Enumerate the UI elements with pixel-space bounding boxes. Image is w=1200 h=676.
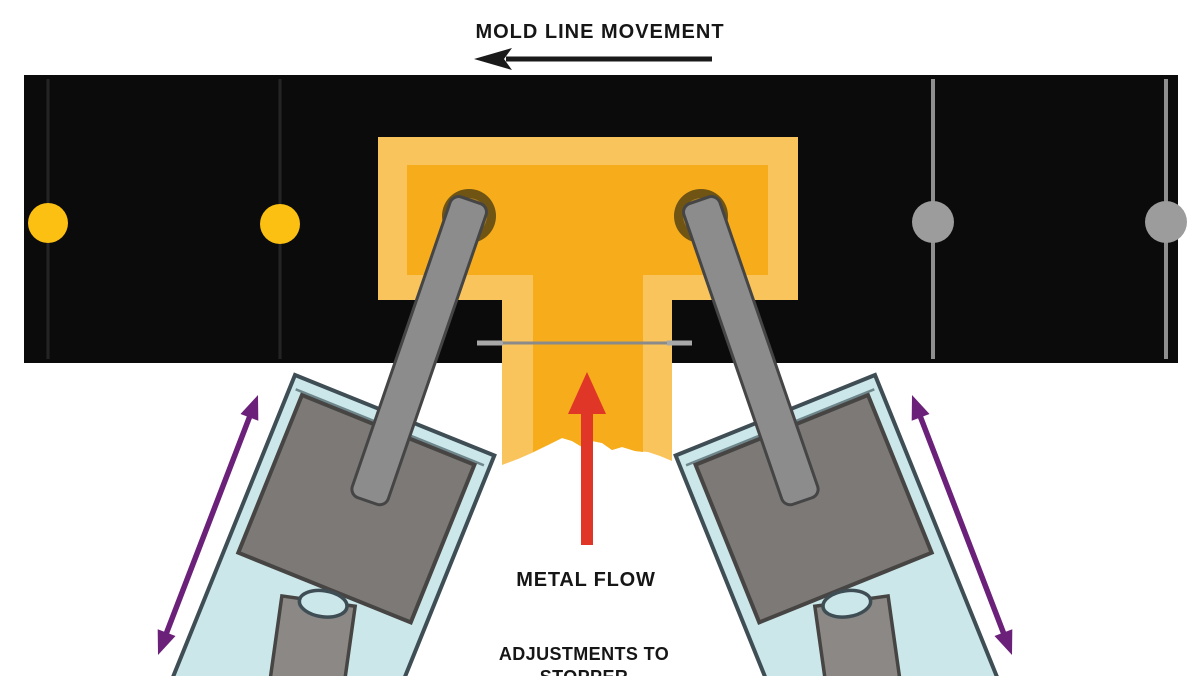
adjustments-label-line2: STOPPER xyxy=(540,667,629,676)
mold-line-movement-arrow xyxy=(474,48,712,70)
travel-arrow-shaft xyxy=(159,403,257,647)
adjustment-cylinder-left xyxy=(263,588,358,676)
metal-flow-arrow xyxy=(568,372,606,545)
travel-arrow-left xyxy=(157,395,259,655)
metal-flow-arrow-head-icon xyxy=(568,372,606,414)
alignment-dot-gray-2 xyxy=(1145,201,1187,243)
cylinder-cap xyxy=(297,588,349,619)
alignment-dot-yellow-2 xyxy=(260,204,300,244)
travel-arrow-head-up-icon xyxy=(240,395,259,421)
pour-basin-inner xyxy=(407,165,768,452)
metal-flow-label: METAL FLOW xyxy=(516,569,655,591)
adjustments-label-line1: ADJUSTMENTS TO xyxy=(499,644,669,664)
movement-arrow-head-left-icon xyxy=(474,48,512,70)
stopper-rod-left xyxy=(350,195,488,507)
alignment-dot-gray-1 xyxy=(912,201,954,243)
stopper-rod-body xyxy=(350,195,488,507)
alignment-dot-yellow-1 xyxy=(28,203,68,243)
metal-flow-arrow-shaft xyxy=(581,404,593,545)
travel-arrow-head-down-icon xyxy=(157,629,176,655)
stopper-assembly-left xyxy=(146,195,497,676)
mold-line-movement-title: MOLD LINE MOVEMENT xyxy=(475,21,724,43)
